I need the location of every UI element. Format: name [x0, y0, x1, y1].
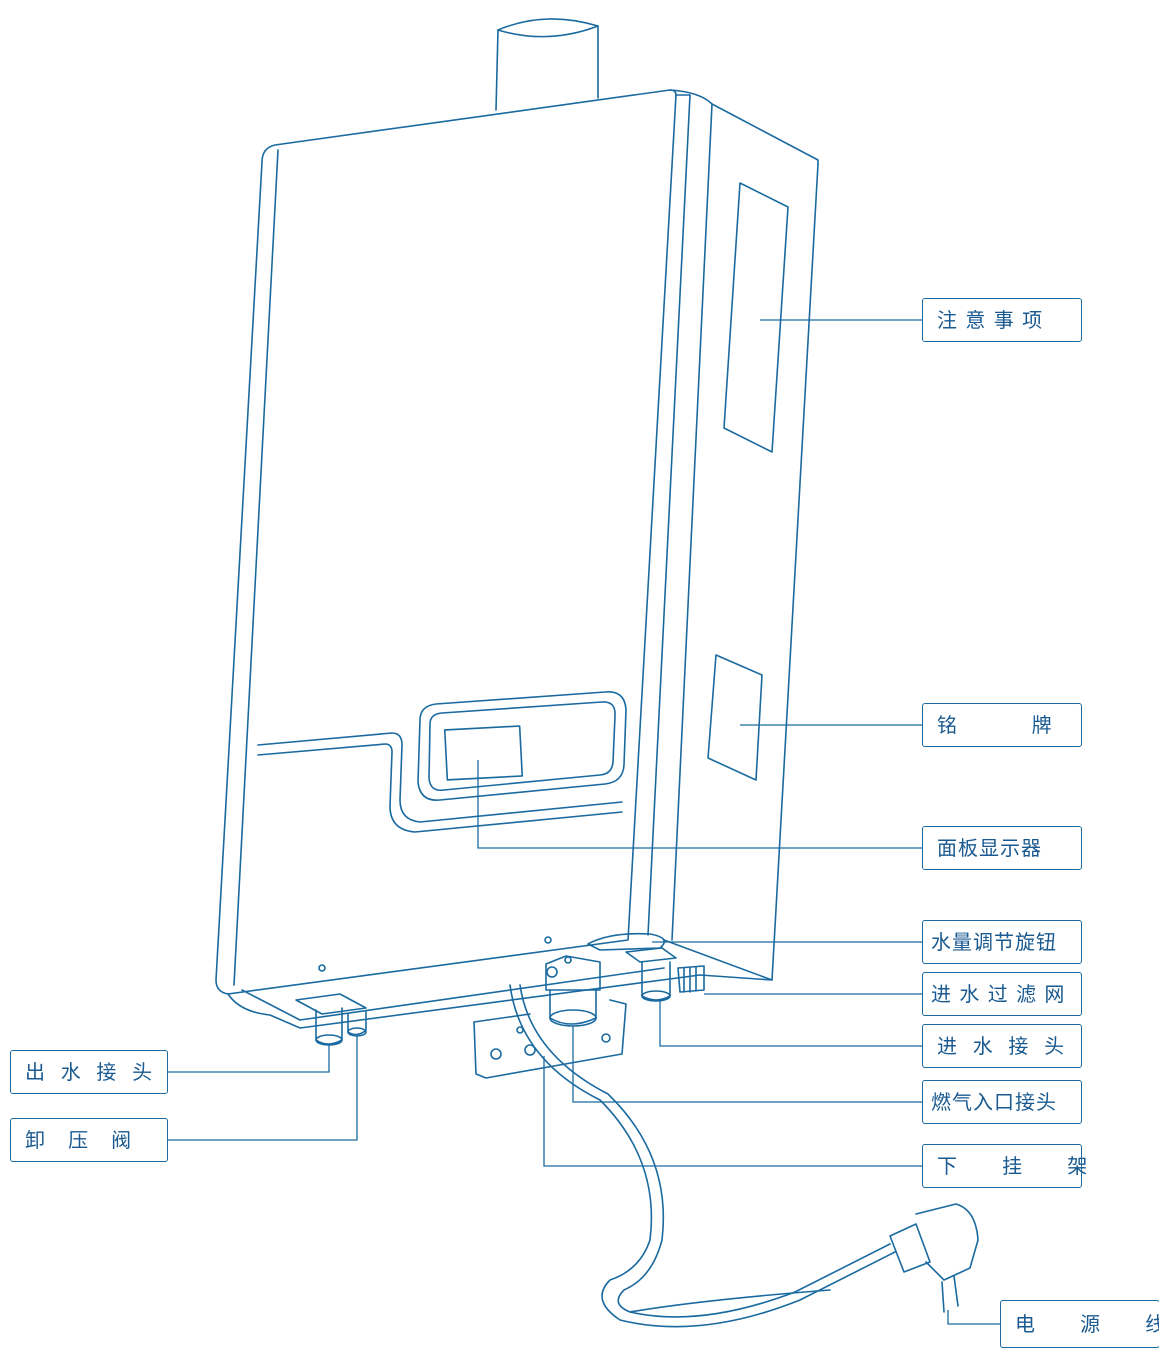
display-panel [257, 691, 627, 833]
heater-body [215, 89, 819, 995]
label-water-outlet: 出 水 接 头 [10, 1050, 168, 1094]
label-inlet-filter: 进 水 过 滤 网 [922, 972, 1082, 1016]
gas-inlet-fitting [545, 955, 601, 1027]
label-water-inlet: 进 水 接 头 [922, 1024, 1082, 1068]
water-inlet-fitting [587, 932, 705, 1002]
label-display-panel: 面板显示器 [922, 826, 1082, 870]
label-notice: 注 意 事 项 [922, 298, 1082, 342]
label-lower-bracket: 下 挂 架 [922, 1144, 1087, 1188]
lower-bracket [473, 999, 627, 1079]
power-cord [509, 984, 979, 1328]
flue-pipe [495, 18, 599, 111]
water-outlet-fitting [295, 993, 367, 1046]
label-relief-valve: 卸 压 阀 [10, 1118, 168, 1162]
nameplate-sticker [707, 654, 763, 781]
leader-lines [168, 319, 1000, 1325]
notice-sticker [723, 182, 789, 453]
label-nameplate: 铭 牌 [922, 703, 1082, 747]
label-water-knob: 水量调节旋钮 [922, 920, 1082, 964]
label-power-cord: 电 源 线 [1000, 1300, 1159, 1348]
label-gas-inlet: 燃气入口接头 [922, 1080, 1082, 1124]
